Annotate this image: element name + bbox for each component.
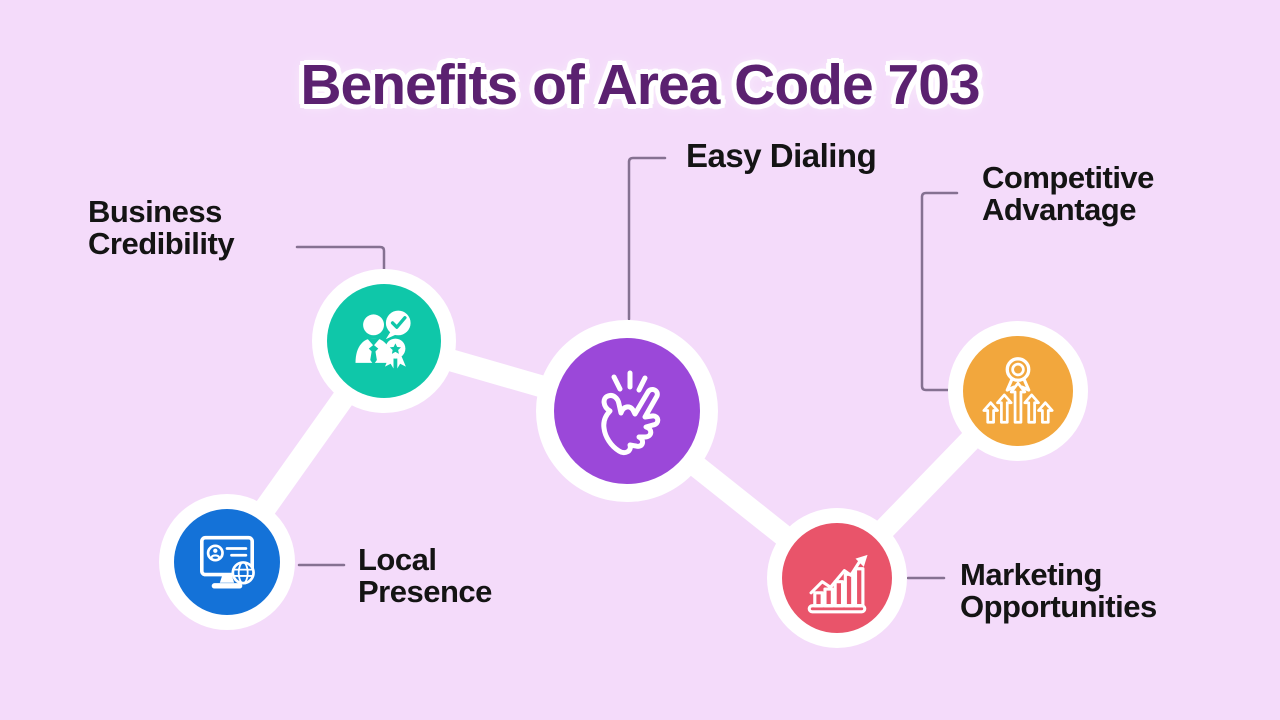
connector-easy-dialing xyxy=(627,156,667,321)
label-competitive-advantage: Competitive Advantage xyxy=(982,160,1154,228)
label-local-presence: Local Presence xyxy=(358,542,492,610)
label-line: Business xyxy=(88,194,222,229)
growth-chart-icon xyxy=(800,541,874,615)
label-line: Marketing xyxy=(960,557,1102,592)
snapping-fingers-icon xyxy=(577,361,677,461)
label-line: Credibility xyxy=(88,226,235,262)
label-line: Opportunities xyxy=(960,589,1157,625)
connector-competitive-advantage xyxy=(920,191,959,392)
label-line: Local xyxy=(358,542,437,577)
easy-dialing-circle xyxy=(554,338,700,484)
label-line: Competitive xyxy=(982,160,1154,195)
business-credibility-circle xyxy=(327,284,441,398)
label-line: Advantage xyxy=(982,192,1136,228)
connector-business-credibility xyxy=(295,245,386,271)
label-line: Easy Dialing xyxy=(686,137,877,174)
medal-growth-arrows-icon xyxy=(977,350,1059,432)
computer-id-globe-icon xyxy=(191,526,263,598)
thin-connectors xyxy=(295,156,959,580)
node-circles xyxy=(159,269,1088,648)
page-title: Benefits of Area Code 703 xyxy=(300,53,980,117)
person-with-badge-icon xyxy=(346,303,422,379)
competitive-advantage-circle xyxy=(963,336,1073,446)
label-easy-dialing: Easy Dialing xyxy=(686,137,877,174)
label-business-credibility: Business Credibility xyxy=(88,194,235,262)
label-marketing-opportunities: Marketing Opportunities xyxy=(960,557,1157,625)
local-presence-circle xyxy=(174,509,280,615)
label-line: Presence xyxy=(358,574,492,610)
